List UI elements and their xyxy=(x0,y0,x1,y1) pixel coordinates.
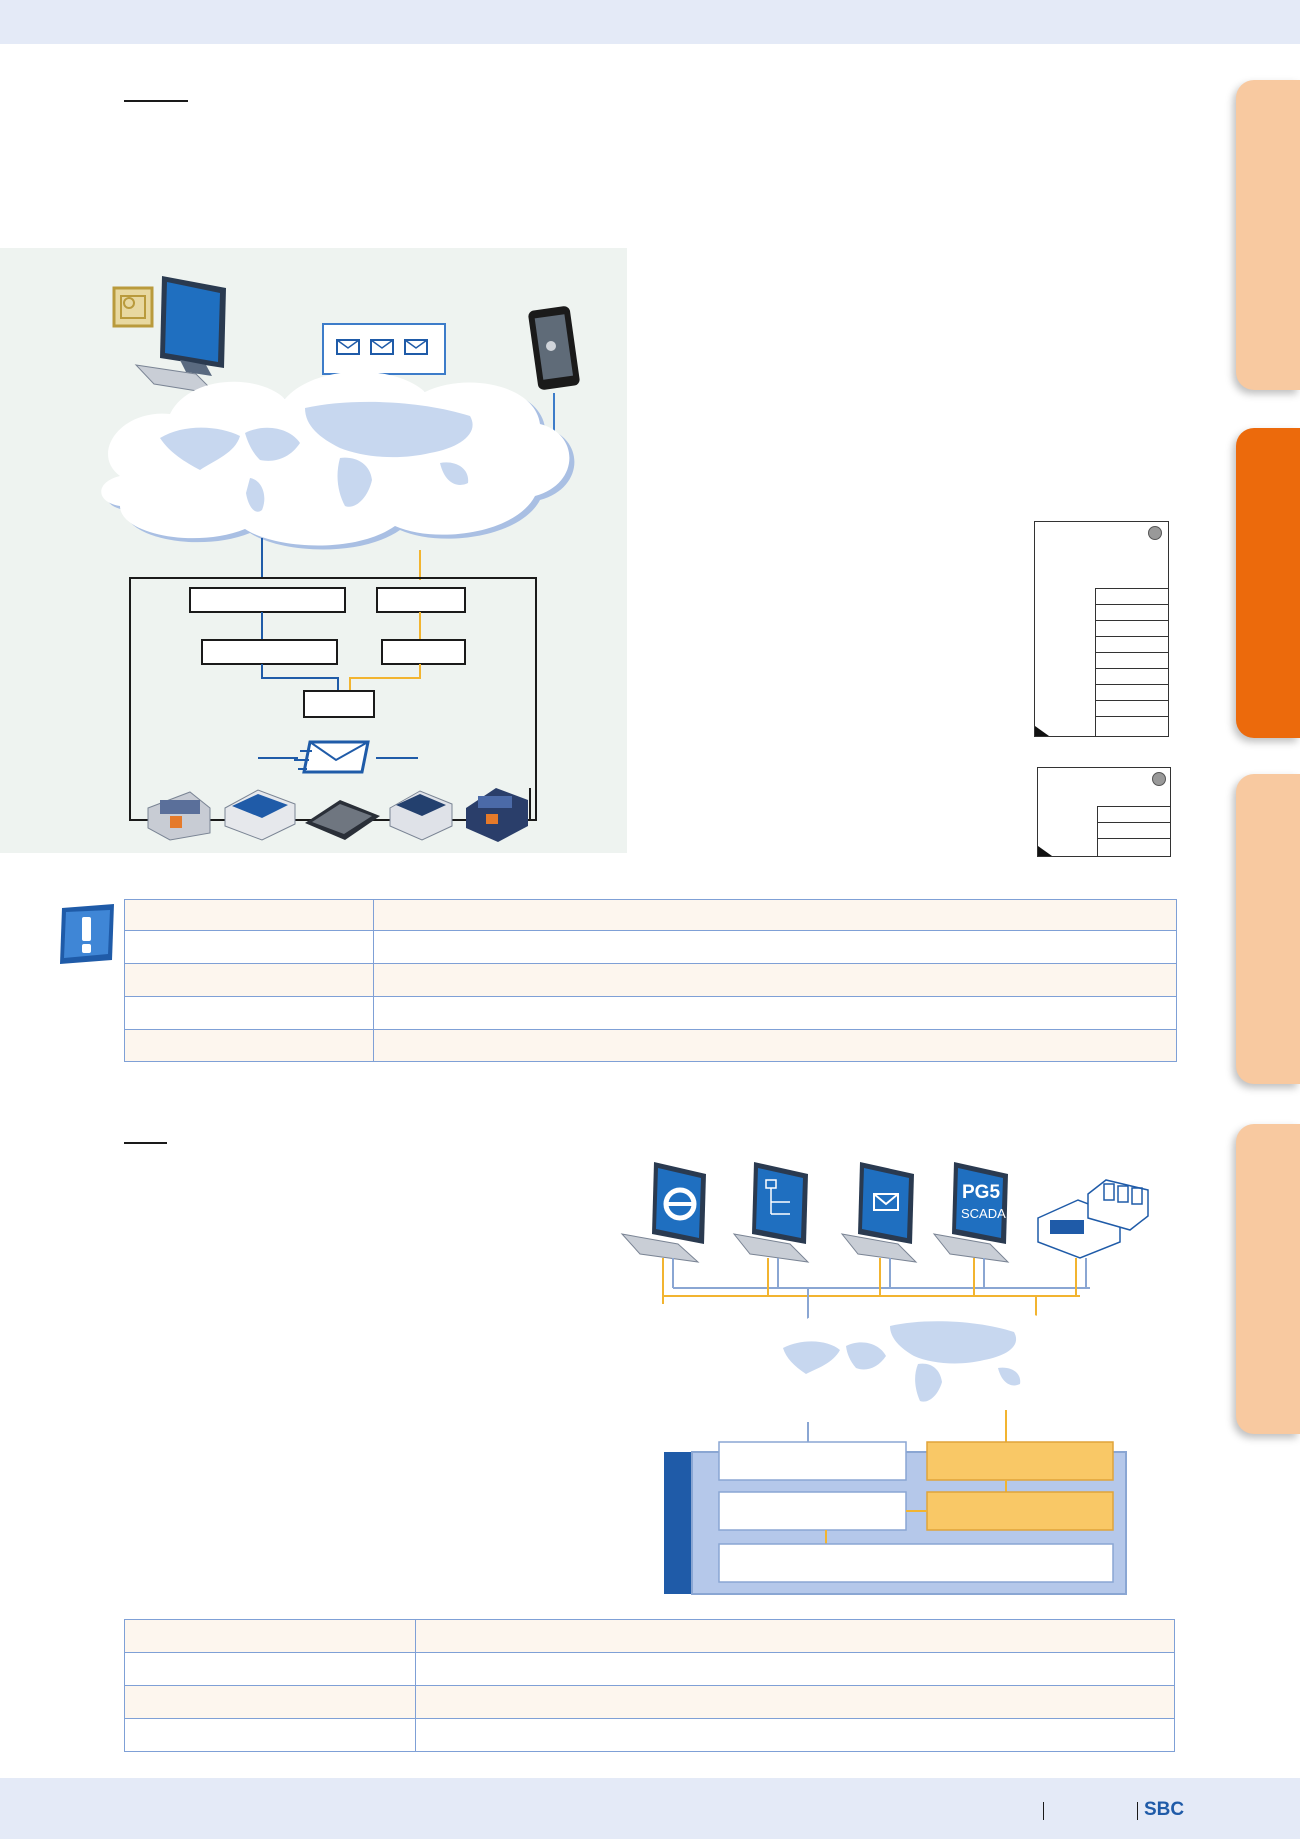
table-row xyxy=(124,1652,1175,1686)
plc-device-2-icon xyxy=(224,789,296,841)
side-tab-3[interactable] xyxy=(1236,774,1300,1084)
table-row xyxy=(124,1718,1175,1752)
monitor-flowchart-icon xyxy=(732,1162,810,1263)
table-row xyxy=(124,996,1177,1030)
network-diagram-bottom-svg: PG5 SCADA xyxy=(620,1162,1149,1595)
info-table-1 xyxy=(124,899,1177,1062)
table-row xyxy=(124,963,1177,997)
section-heading-underline-1 xyxy=(124,100,188,102)
plc-device-4-icon xyxy=(466,788,531,842)
monitor-icon xyxy=(134,276,226,395)
legend-rows-small xyxy=(1097,806,1170,856)
email-queue-icon xyxy=(322,323,446,375)
section-heading-underline-2 xyxy=(124,1142,167,1144)
clock-display-icon xyxy=(112,286,154,328)
cloud-world-map-icon xyxy=(743,1303,1087,1427)
legend-box-large xyxy=(1034,521,1169,737)
tablet-icon xyxy=(528,306,580,390)
table-row xyxy=(124,899,1177,931)
monitor-pg5-scada-icon: PG5 SCADA xyxy=(932,1162,1010,1263)
side-tab-1[interactable] xyxy=(1236,80,1300,390)
internet-explorer-icon xyxy=(620,1162,706,1263)
side-tab-2-active[interactable] xyxy=(1236,428,1300,738)
legend-indicator-dot xyxy=(1152,772,1166,786)
info-exclamation-icon xyxy=(56,904,116,964)
info-table-2 xyxy=(124,1619,1175,1752)
display-panel-icon xyxy=(305,800,380,840)
table-row xyxy=(124,1029,1177,1062)
side-tab-4[interactable] xyxy=(1236,1124,1300,1434)
pg5-label: PG5 xyxy=(962,1182,1000,1203)
footer-brand-logo: SBC xyxy=(1144,1799,1185,1820)
header-band xyxy=(0,0,1300,44)
table-row xyxy=(124,1685,1175,1719)
table-row xyxy=(124,1619,1175,1653)
network-diagram-top-svg xyxy=(101,276,580,842)
plc-device-3-icon xyxy=(389,790,453,841)
footer-band xyxy=(0,1778,1300,1839)
legend-box-small xyxy=(1037,767,1171,857)
network-diagram-top xyxy=(0,248,627,853)
monitor-mail-icon xyxy=(840,1162,918,1263)
footer-separator xyxy=(1137,1802,1138,1820)
plc-io-modules-icon xyxy=(1037,1179,1149,1259)
cloud-world-map-icon xyxy=(101,371,575,550)
email-icon xyxy=(258,740,418,774)
table-row xyxy=(124,930,1177,964)
legend-corner-mark xyxy=(1035,726,1049,736)
legend-indicator-dot xyxy=(1148,526,1162,540)
legend-rows-large xyxy=(1095,588,1168,736)
network-diagram-bottom: PG5 SCADA xyxy=(618,1158,1154,1604)
legend-corner-mark xyxy=(1038,846,1052,856)
scada-label: SCADA xyxy=(961,1206,1006,1221)
plc-device-1-icon xyxy=(147,791,211,841)
footer-separator xyxy=(1043,1802,1044,1820)
